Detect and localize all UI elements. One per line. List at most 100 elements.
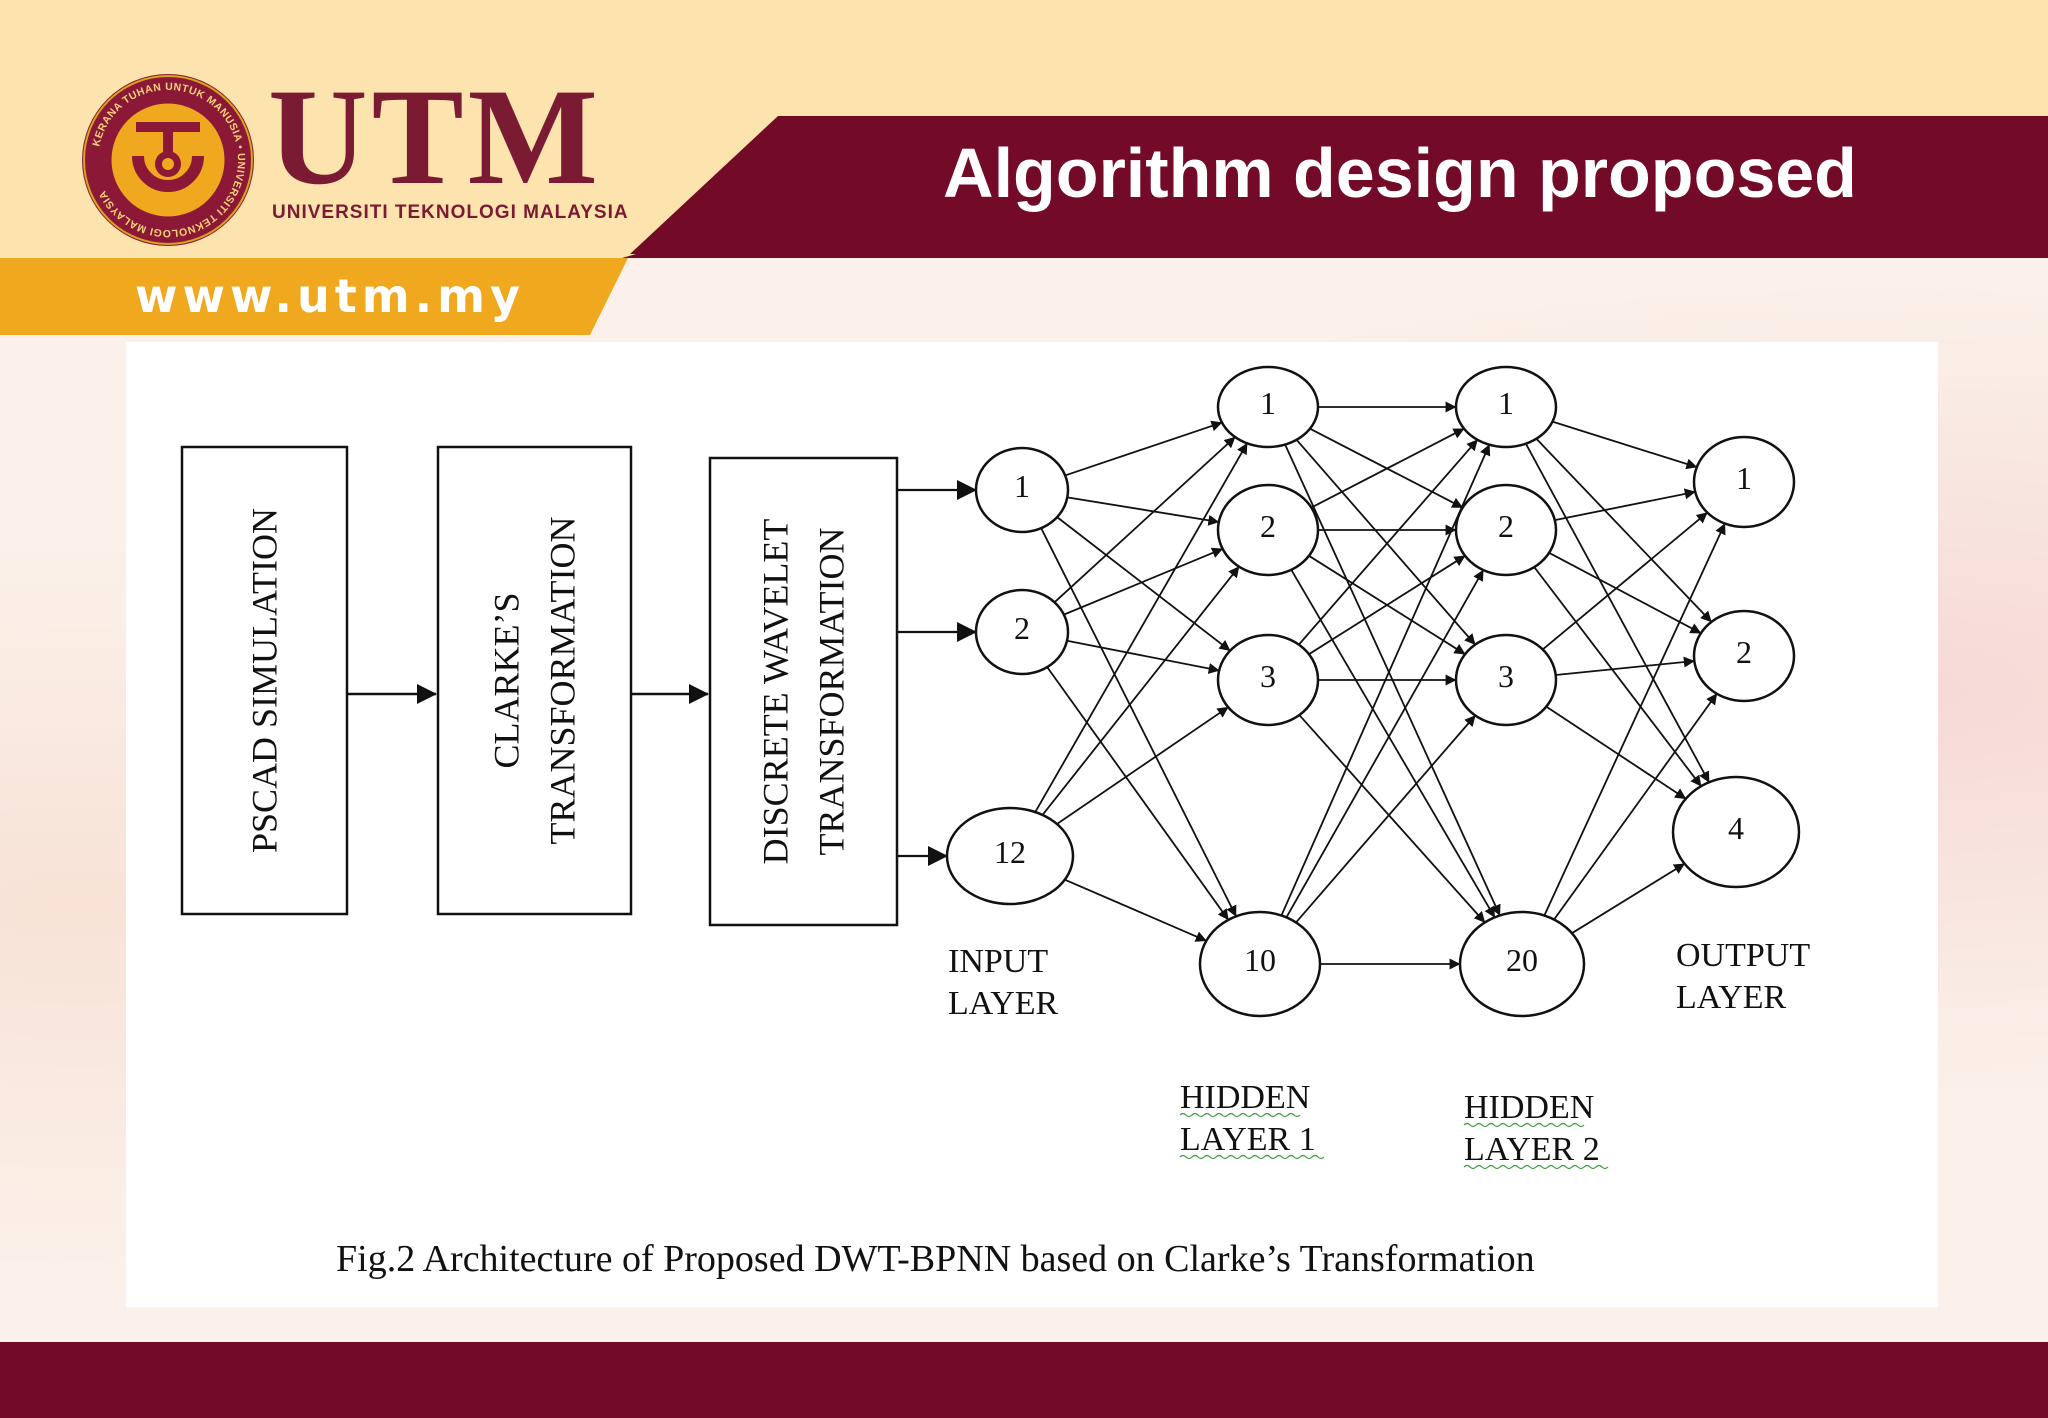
network-edge: [1041, 566, 1240, 816]
process-block-3: DISCRETE WAVELET TRANSFORMATION: [708, 456, 899, 927]
hidden1-node-1: 1: [1216, 365, 1320, 449]
title-bar: [630, 116, 2048, 254]
layer-label-line: HIDDEN: [1464, 1089, 1594, 1126]
gold-band: [0, 258, 628, 335]
network-edge: [1295, 439, 1476, 646]
process-block-frame: [180, 445, 349, 916]
title-bar-edge: [622, 254, 2048, 258]
hidden1-layer-label: HIDDEN LAYER 1: [1179, 1079, 1325, 1160]
network-edge: [1535, 438, 1713, 623]
network-edge: [1064, 420, 1223, 477]
brand-subtitle: UNIVERSITI TEKNOLOGI MALAYSIA: [272, 202, 629, 223]
neuron-circle: [945, 806, 1075, 906]
website-url[interactable]: www.utm.my: [134, 269, 526, 323]
network-edge: [1067, 496, 1220, 526]
layer-label-line: LAYER 1: [1180, 1121, 1316, 1158]
spellcheck-underline: [1463, 1122, 1585, 1128]
neuron-circle: [1216, 483, 1320, 577]
hidden1-node-3: 3: [1216, 633, 1320, 727]
neuron-label: 10: [1244, 942, 1276, 978]
hidden2-layer-label: HIDDEN LAYER 2: [1463, 1089, 1609, 1170]
neuron-circle: [974, 446, 1070, 534]
neuron-label: 1: [1260, 385, 1276, 421]
neuron-circle: [1454, 365, 1558, 449]
network-edge: [1553, 693, 1718, 921]
network-edge: [1285, 569, 1485, 918]
layer-label-line: HIDDEN: [1180, 1079, 1310, 1116]
network-edge: [1298, 714, 1486, 924]
neuron-circle: [1458, 910, 1586, 1018]
network-edge: [1554, 488, 1696, 522]
network-edge: [1552, 420, 1698, 470]
neuron-circle: [1692, 609, 1796, 703]
network-edge: [1548, 552, 1702, 634]
network-edge: [1056, 706, 1229, 825]
network-edge: [1066, 639, 1220, 674]
neuron-label: 2: [1014, 610, 1030, 646]
neuron-label: 3: [1260, 658, 1276, 694]
neuron-circle: [1692, 435, 1796, 529]
slide-title: Algorithm design proposed: [943, 134, 1857, 212]
network-edge: [1545, 705, 1687, 800]
process-block-frame: [708, 456, 899, 927]
output-node-4: 4: [1671, 775, 1801, 889]
neuron-circle: [1198, 910, 1322, 1018]
output-node-1: 1: [1692, 435, 1796, 529]
neuron-label: 2: [1498, 508, 1514, 544]
neuron-circle: [1671, 775, 1801, 889]
output-node-2: 2: [1692, 609, 1796, 703]
neuron-circle: [1216, 365, 1320, 449]
input-node-2: 2: [974, 588, 1070, 676]
network-edge: [1290, 569, 1496, 918]
spellcheck-underline: [1463, 1164, 1609, 1170]
process-block-label: PSCAD SIMULATION: [245, 508, 285, 853]
brand: UTM UNIVERSITI TEKNOLOGI MALAYSIA: [268, 60, 629, 224]
hidden2-node-3: 3: [1454, 633, 1558, 727]
neuron-label: 3: [1498, 658, 1514, 694]
network-edge: [1543, 523, 1726, 916]
network-edge: [1555, 656, 1695, 676]
neuron-circle: [1454, 483, 1558, 577]
neuron-label: 2: [1736, 634, 1752, 670]
process-block-label: TRANSFORMATION: [543, 516, 583, 844]
neuron-circle: [1454, 633, 1558, 727]
network-edge: [1525, 443, 1710, 783]
neuron-circle: [974, 588, 1070, 676]
network-edge: [1064, 878, 1207, 942]
hidden1-node-2: 2: [1216, 483, 1320, 577]
process-block-frame: [436, 445, 633, 916]
neuron-circle: [1216, 633, 1320, 727]
network-edge: [1040, 527, 1237, 917]
input-node-1: 1: [974, 446, 1070, 534]
footer-bar: [0, 1342, 2048, 1418]
network-edge: [1542, 511, 1708, 651]
neuron-label: 2: [1260, 508, 1276, 544]
neuron-label: 4: [1728, 810, 1744, 846]
process-block-label: DISCRETE WAVELET: [756, 519, 796, 865]
neuron-label: 20: [1506, 942, 1538, 978]
layer-label-line: INPUT: [948, 943, 1048, 980]
network-edge: [1034, 442, 1248, 813]
neuron-label: 12: [994, 834, 1026, 870]
process-block-label: CLARKE’S: [487, 592, 527, 768]
layer-label-line: OUTPUT: [1676, 937, 1810, 974]
network-edge: [1280, 444, 1491, 916]
process-block-label: TRANSFORMATION: [812, 527, 852, 855]
network-edge: [1571, 862, 1686, 934]
network-edge: [1046, 666, 1230, 921]
hidden2-node-1: 1: [1454, 365, 1558, 449]
utm-seal-logo: KERANA TUHAN UNTUK MANUSIA • UNIVERSITI …: [82, 74, 254, 246]
spellcheck-underline: [1179, 1112, 1301, 1118]
input-node-12: 12: [945, 806, 1075, 906]
network-edge: [1298, 439, 1479, 646]
layer-label-line: LAYER 2: [1464, 1131, 1600, 1168]
brand-name: UTM: [268, 60, 602, 213]
network-edge: [1308, 555, 1466, 655]
process-block-2: CLARKE’S TRANSFORMATION: [436, 445, 633, 916]
neuron-label: 1: [1014, 468, 1030, 504]
